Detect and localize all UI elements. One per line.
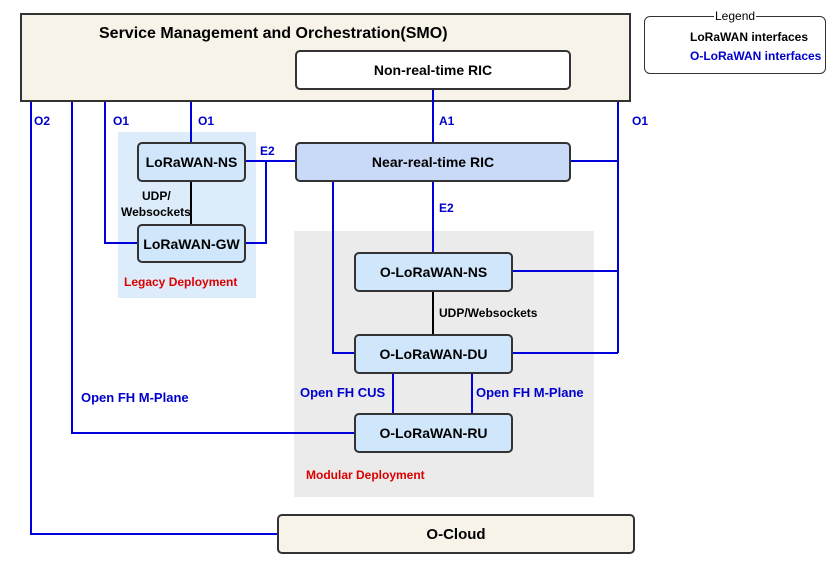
- udp-legacy-label-line1: UDP/: [142, 189, 171, 203]
- legend-title: Legend: [714, 9, 757, 23]
- udp-legacy-label-line2: Websockets: [121, 205, 191, 219]
- o1-left-line: [104, 102, 137, 244]
- o2-line: [30, 102, 277, 535]
- o-cloud-node[interactable]: O-Cloud: [277, 514, 635, 554]
- open-fh-mplane-left-label: Open FH M-Plane: [81, 390, 189, 405]
- near-rt-ric-node[interactable]: Near-real-time RIC: [295, 142, 571, 182]
- o1-mid-label: O1: [198, 114, 215, 128]
- e2-legacy-gw-line: [246, 161, 267, 244]
- open-fh-mplane-left-line: [71, 102, 354, 434]
- o2-label: O2: [34, 114, 51, 128]
- e2-legacy-label: E2: [260, 144, 275, 158]
- smo-title: Service Management and Orchestration(SMO…: [99, 25, 448, 42]
- non-rt-ric-node[interactable]: Non-real-time RIC: [295, 50, 571, 90]
- legend-lorawan-label: LoRaWAN interfaces: [690, 30, 809, 44]
- lorawan-gw-node[interactable]: LoRaWAN-GW: [137, 224, 246, 263]
- legacy-deployment-label: Legacy Deployment: [124, 275, 238, 289]
- o-lorawan-ns-node[interactable]: O-LoRaWAN-NS: [354, 252, 513, 292]
- o-lorawan-du-node[interactable]: O-LoRaWAN-DU: [354, 334, 513, 374]
- a1-label: A1: [439, 114, 455, 128]
- o-lorawan-ru-node[interactable]: O-LoRaWAN-RU: [354, 413, 513, 453]
- open-fh-cus-label: Open FH CUS: [300, 385, 386, 400]
- ric-du-line: [332, 181, 354, 354]
- legend-box: [644, 16, 826, 74]
- modular-deployment-label: Modular Deployment: [306, 468, 425, 482]
- udp-modular-label: UDP/Websockets: [439, 306, 538, 320]
- o1-right-label: O1: [632, 114, 649, 128]
- o1-left-label: O1: [113, 114, 130, 128]
- legend-o-lorawan-label: O-LoRaWAN interfaces: [690, 49, 822, 63]
- lorawan-ns-node[interactable]: LoRaWAN-NS: [137, 142, 246, 182]
- open-fh-mplane-right-label: Open FH M-Plane: [476, 385, 584, 400]
- e2-modular-label: E2: [439, 201, 454, 215]
